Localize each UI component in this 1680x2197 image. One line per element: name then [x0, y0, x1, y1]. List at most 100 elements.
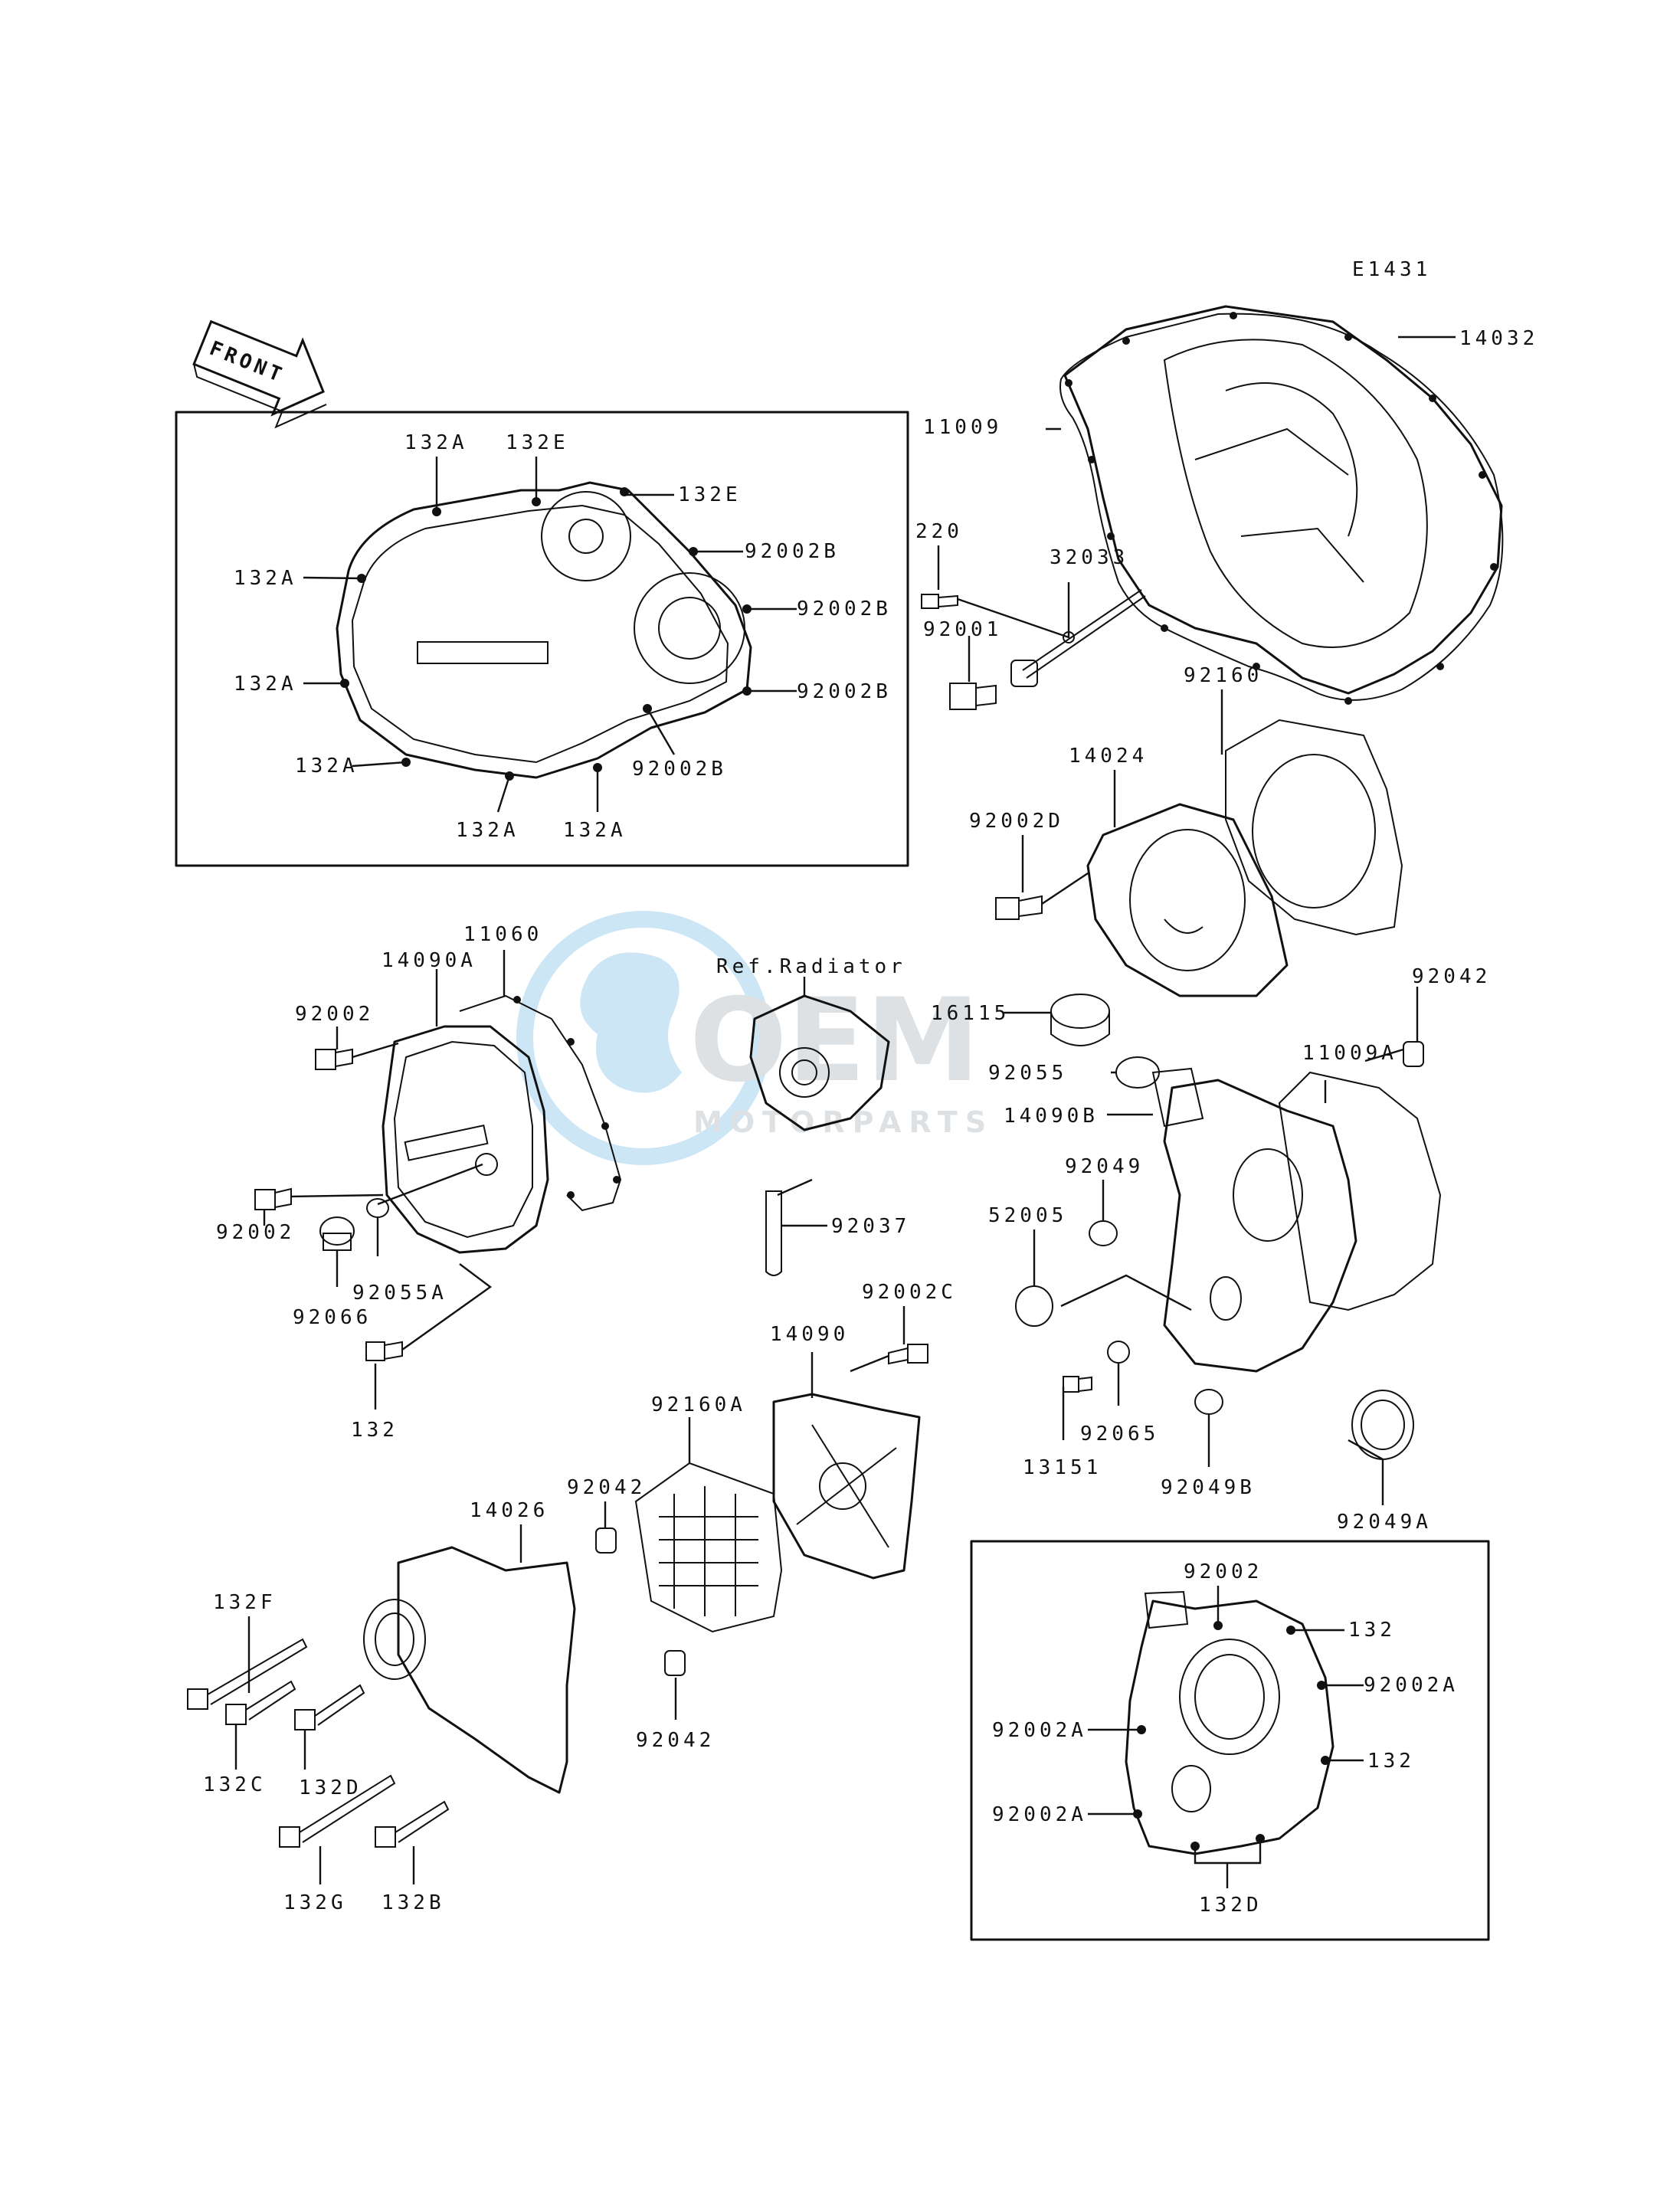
label-92055A: 92055A [352, 1282, 447, 1305]
label-14032: 14032 [1459, 327, 1538, 350]
label-52005: 52005 [988, 1204, 1067, 1227]
label-inset-132-2: 132 [1367, 1750, 1415, 1773]
part-92160A-gasket [634, 1462, 783, 1633]
part-132C-bolt [225, 1680, 296, 1725]
label-14090A: 14090A [382, 949, 476, 972]
label-11060: 11060 [463, 923, 542, 946]
part-16115-cap [1050, 994, 1110, 1046]
part-92002C-bolt [888, 1344, 928, 1365]
part-11060-gasket [459, 994, 622, 1212]
label-220: 220 [915, 520, 963, 543]
label-92049A: 92049A [1337, 1511, 1432, 1534]
label-inset-132D: 132D [1199, 1894, 1262, 1917]
label-32033: 32033 [1050, 546, 1128, 569]
part-92002D-bolt [995, 895, 1043, 920]
watermark-logo: OEM MOTORPARTS [516, 911, 994, 1165]
label-132B: 132B [382, 1891, 445, 1914]
part-92055A-oring [366, 1198, 389, 1218]
label-92055: 92055 [988, 1062, 1067, 1085]
label-132E-1: 132E [506, 431, 569, 454]
part-92042-dowel-b [595, 1527, 617, 1554]
label-inset-92002A-1: 92002A [1364, 1674, 1459, 1697]
label-132A-3: 132A [234, 673, 297, 696]
label-92002B-3: 92002B [797, 680, 892, 703]
part-14032-cover [1063, 305, 1503, 695]
watermark-sub: MOTORPARTS [693, 1105, 994, 1139]
inset-bottom: 92002 132 92002A 92002A 132 92002A 132D [970, 1540, 1490, 1941]
inspection-cap-outline [541, 491, 631, 581]
part-11009-gasket [1059, 312, 1504, 705]
label-92066: 92066 [293, 1306, 372, 1329]
part-132F-bolt [187, 1638, 308, 1710]
label-132-a: 132 [351, 1419, 398, 1442]
label-92002B-4: 92002B [632, 758, 727, 781]
diagram-code: E1431 [1352, 258, 1431, 281]
watermark-brand: OEM [689, 974, 980, 1108]
part-92066-plug [319, 1216, 355, 1251]
part-132B-bolt [375, 1800, 450, 1848]
part-92049B-seal [1194, 1389, 1223, 1415]
part-92037-clamp [765, 1190, 782, 1276]
part-92160-gasket [1225, 719, 1403, 936]
label-132A-4: 132A [295, 755, 359, 778]
part-92049-seal [1089, 1220, 1118, 1246]
label-14090: 14090 [770, 1323, 849, 1346]
label-92042-c: 92042 [636, 1729, 715, 1752]
label-132E-2: 132E [678, 483, 742, 506]
part-220-bolt [921, 594, 958, 609]
label-92002B-2: 92002B [797, 598, 892, 620]
label-11009A: 11009A [1302, 1042, 1397, 1065]
inset-bottom-frame [970, 1540, 1490, 1941]
label-92002D: 92002D [969, 810, 1064, 833]
label-92049B: 92049B [1161, 1476, 1256, 1499]
part-14090-plate [772, 1393, 921, 1580]
clutch-cover-outline [336, 481, 752, 779]
label-132A-5: 132A [456, 819, 519, 842]
part-32033-pipe [1010, 589, 1146, 687]
label-132A-2: 132A [234, 567, 297, 590]
label-16115: 16115 [931, 1002, 1010, 1025]
label-132F: 132F [213, 1591, 277, 1614]
label-92160A: 92160A [651, 1393, 746, 1416]
front-arrow-icon: FRONT [192, 319, 327, 429]
label-92042-a: 92042 [1412, 965, 1491, 988]
part-11009A-gasket [1278, 1071, 1442, 1311]
inset-top-frame [175, 411, 909, 867]
inset-top-bolts [340, 487, 752, 781]
part-92042-dowel-a [1403, 1041, 1424, 1067]
part-92065-washer [1107, 1341, 1130, 1364]
label-11009: 11009 [923, 416, 1002, 439]
label-92049: 92049 [1065, 1155, 1144, 1178]
part-132G-bolt [279, 1774, 396, 1848]
label-14024: 14024 [1069, 745, 1148, 768]
label-inset-132-1: 132 [1348, 1619, 1396, 1642]
label-92065: 92065 [1080, 1423, 1159, 1446]
part-92042-dowel-c [664, 1650, 686, 1676]
part-14024-cover [1086, 803, 1289, 997]
part-13151-valve [1063, 1376, 1092, 1393]
part-92001-bolt [949, 683, 997, 710]
label-92037: 92037 [831, 1215, 910, 1238]
label-132G: 132G [283, 1891, 347, 1914]
label-92002C: 92002C [862, 1281, 957, 1304]
label-13151: 13151 [1023, 1456, 1102, 1479]
part-132D-bolt [294, 1684, 365, 1730]
label-14090B: 14090B [1004, 1105, 1099, 1128]
part-52005-seal [1015, 1285, 1053, 1327]
label-92002-b: 92002 [216, 1221, 295, 1244]
label-92160: 92160 [1184, 664, 1262, 687]
part-14026-cover [363, 1546, 576, 1794]
part-92002-bolt-a [315, 1048, 353, 1070]
water-pump-ref [749, 994, 890, 1131]
label-inset-92002A-3: 92002A [992, 1803, 1087, 1826]
part-14090B-cover [1151, 1067, 1357, 1373]
label-92002B-1: 92002B [745, 540, 840, 563]
label-inset-92002: 92002 [1184, 1560, 1262, 1583]
label-92002-a: 92002 [295, 1003, 374, 1026]
inset-top: 132A 132E 132E 92002B 132A 92002B 132A 9… [175, 411, 909, 867]
label-132A-1: 132A [404, 431, 468, 454]
cover-logo-plate [417, 641, 549, 664]
label-14026: 14026 [470, 1499, 549, 1522]
part-132-bolt-a [365, 1341, 403, 1361]
